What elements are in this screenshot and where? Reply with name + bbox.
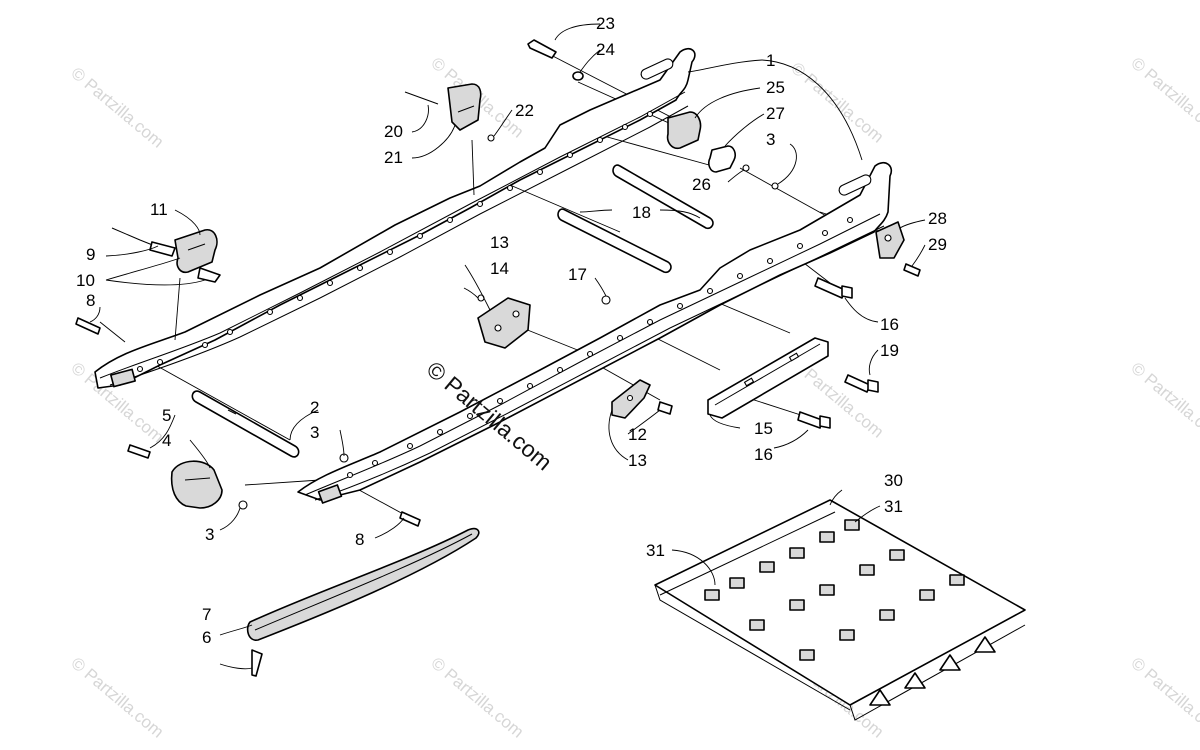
callout-12: 12 bbox=[628, 425, 647, 444]
callout-numbers: 1 2 3 3 3 4 5 6 7 8 8 9 10 11 12 13 13 1… bbox=[76, 14, 947, 647]
bumper-11 bbox=[174, 229, 221, 283]
callout-16: 16 bbox=[754, 445, 773, 464]
watermark-tile: © Partzilla.com bbox=[1127, 654, 1200, 742]
callout-27: 27 bbox=[766, 104, 785, 123]
plate-15 bbox=[707, 337, 829, 419]
callout-25: 25 bbox=[766, 78, 785, 97]
track-clips-31 bbox=[704, 519, 965, 661]
bracket-28 bbox=[875, 221, 921, 277]
track-lugs bbox=[869, 636, 996, 706]
bolt-23 bbox=[527, 39, 584, 81]
callout-2: 2 bbox=[310, 398, 319, 417]
callout-4: 4 bbox=[162, 431, 171, 450]
callout-6: 6 bbox=[202, 628, 211, 647]
callout-3: 3 bbox=[310, 423, 319, 442]
callout-13: 13 bbox=[490, 233, 509, 252]
callout-30: 30 bbox=[884, 471, 903, 490]
bumper-25 bbox=[666, 111, 779, 190]
callout-3: 3 bbox=[205, 525, 214, 544]
callout-15: 15 bbox=[754, 419, 773, 438]
bolt-19 bbox=[844, 374, 879, 393]
bumper-4 bbox=[127, 444, 349, 510]
callout-13: 13 bbox=[628, 451, 647, 470]
callout-11: 11 bbox=[150, 200, 168, 219]
callout-8: 8 bbox=[86, 291, 95, 310]
watermark-tile: © Partzilla.com bbox=[1127, 54, 1200, 142]
leader-lines bbox=[89, 23, 926, 670]
left-slide-rail bbox=[94, 47, 696, 389]
watermark-tile: © Partzilla.com bbox=[427, 654, 527, 742]
bracket-13-lower bbox=[611, 379, 673, 419]
right-slide-rail bbox=[297, 161, 893, 504]
callout-24: 24 bbox=[596, 40, 615, 59]
callout-14: 14 bbox=[490, 259, 509, 278]
watermark-tile: © Partzilla.com bbox=[67, 654, 167, 742]
track-30 bbox=[654, 499, 1026, 721]
bolt-8-upper bbox=[75, 317, 101, 335]
watermark-tile: © Partzilla.com bbox=[787, 59, 887, 147]
callout-10: 10 bbox=[76, 271, 95, 290]
callout-8: 8 bbox=[355, 530, 364, 549]
callout-3: 3 bbox=[766, 130, 775, 149]
callout-28: 28 bbox=[928, 209, 947, 228]
callout-1: 1 bbox=[766, 51, 775, 70]
callout-20: 20 bbox=[384, 122, 403, 141]
watermark-tile: © Partzilla.com bbox=[67, 64, 167, 152]
callout-5: 5 bbox=[162, 406, 171, 425]
slide-7 bbox=[246, 527, 480, 677]
bolt-8-lower bbox=[399, 511, 421, 527]
pin-9 bbox=[111, 227, 176, 257]
callout-9: 9 bbox=[86, 245, 95, 264]
callout-16: 16 bbox=[880, 315, 899, 334]
shaft-2 bbox=[191, 390, 300, 458]
bolt-16-lower bbox=[797, 411, 831, 429]
callout-31: 31 bbox=[884, 497, 903, 516]
callout-29: 29 bbox=[928, 235, 947, 254]
callout-31: 31 bbox=[646, 541, 665, 560]
callout-23: 23 bbox=[596, 14, 615, 33]
right-rail-holes bbox=[346, 216, 854, 479]
callout-19: 19 bbox=[880, 341, 899, 360]
bolt-16-upper bbox=[814, 277, 853, 299]
left-rail-holes bbox=[136, 110, 654, 373]
watermark-tile: © Partzilla.com bbox=[1127, 359, 1200, 447]
callout-18: 18 bbox=[632, 203, 651, 222]
callout-26: 26 bbox=[692, 175, 711, 194]
callout-17: 17 bbox=[568, 265, 587, 284]
bracket-13-upper bbox=[477, 294, 531, 349]
bumper-21 bbox=[404, 83, 495, 142]
callout-21: 21 bbox=[384, 148, 403, 167]
callout-22: 22 bbox=[515, 101, 534, 120]
nut-17 bbox=[601, 295, 611, 305]
callout-7: 7 bbox=[202, 605, 211, 624]
